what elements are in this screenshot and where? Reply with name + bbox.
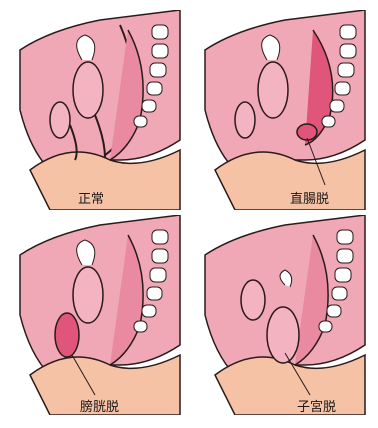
panel-uterine-prolapse: 子宮脱 [195,215,375,415]
pelvis-illustration-bladder-prolapse [10,215,190,415]
panel-label-normal: 正常 [78,192,104,208]
panel-label-uterine-prolapse: 子宮脱 [297,400,336,416]
pelvis-illustration-normal [10,10,190,210]
panel-rectal-prolapse: 直腸脱 [195,10,375,210]
panel-bladder-prolapse: 膀胱脱 [10,215,190,415]
pelvis-illustration-uterine-prolapse [195,215,375,415]
panel-normal: 正常 [10,10,190,210]
pelvis-illustration-rectal-prolapse [195,10,375,210]
panel-label-bladder-prolapse: 膀胱脱 [80,400,119,416]
panel-label-rectal-prolapse: 直腸脱 [290,192,329,208]
